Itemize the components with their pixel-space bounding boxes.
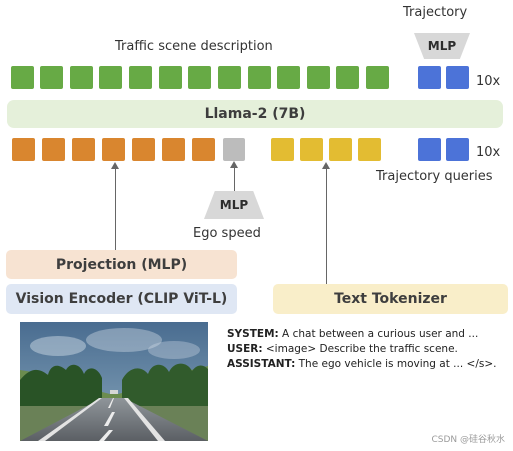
trajectory-repeat-count: 10x xyxy=(476,74,501,89)
tokenizer-arrow-line xyxy=(326,169,327,284)
vision-token xyxy=(102,138,125,161)
trajectory-query-token xyxy=(418,138,441,161)
projection-block: Projection (MLP) xyxy=(6,250,237,279)
text-token xyxy=(358,138,381,161)
projection-arrow-line xyxy=(115,169,116,250)
text-token xyxy=(271,138,294,161)
llama-model-block: Llama-2 (7B) xyxy=(7,100,503,128)
user-role: USER: xyxy=(227,343,263,355)
description-token xyxy=(99,66,122,89)
text-tokenizer-block: Text Tokenizer xyxy=(273,284,508,314)
description-token xyxy=(277,66,300,89)
description-token xyxy=(129,66,152,89)
ego-speed-arrow-head xyxy=(230,161,238,168)
system-text: A chat between a curious user and ... xyxy=(278,328,479,340)
vision-token xyxy=(72,138,95,161)
description-token xyxy=(366,66,389,89)
assistant-role: ASSISTANT: xyxy=(227,358,296,370)
description-token xyxy=(11,66,34,89)
description-token xyxy=(188,66,211,89)
tokenizer-arrow-head xyxy=(322,162,330,169)
ego-speed-token xyxy=(223,138,245,161)
trajectory-queries-label: Trajectory queries xyxy=(376,169,493,184)
ego-speed-label: Ego speed xyxy=(193,226,261,241)
vision-token xyxy=(192,138,215,161)
description-token xyxy=(336,66,359,89)
assistant-message: ASSISTANT: The ego vehicle is moving at … xyxy=(227,357,505,372)
system-role: SYSTEM: xyxy=(227,328,279,340)
trajectory-token xyxy=(418,66,441,89)
assistant-text: The ego vehicle is moving at ... </s>. xyxy=(295,358,497,370)
text-token xyxy=(300,138,323,161)
chat-transcript: SYSTEM: A chat between a curious user an… xyxy=(227,327,505,372)
user-message: USER: <image> Describe the traffic scene… xyxy=(227,342,505,357)
trajectory-mlp: MLP xyxy=(414,33,470,59)
system-message: SYSTEM: A chat between a curious user an… xyxy=(227,327,505,342)
vision-token xyxy=(132,138,155,161)
description-token xyxy=(218,66,241,89)
description-token xyxy=(307,66,330,89)
road-scene-image xyxy=(20,322,208,441)
watermark: CSDN @硅谷秋水 xyxy=(431,435,505,445)
description-token xyxy=(248,66,271,89)
user-text: <image> Describe the traffic scene. xyxy=(262,343,458,355)
trajectory-query-token xyxy=(446,138,469,161)
trajectory-label: Trajectory xyxy=(403,5,468,20)
projection-arrow-head xyxy=(111,162,119,169)
vision-token xyxy=(12,138,35,161)
ego-speed-mlp: MLP xyxy=(204,191,264,219)
description-token xyxy=(40,66,63,89)
vision-encoder-block: Vision Encoder (CLIP ViT-L) xyxy=(6,284,237,314)
traffic-scene-description-label: Traffic scene description xyxy=(115,39,273,54)
description-token xyxy=(70,66,93,89)
trajectory-token xyxy=(446,66,469,89)
ego-speed-arrow-line xyxy=(234,168,235,191)
trajectory-query-repeat-count: 10x xyxy=(476,145,501,160)
description-token xyxy=(159,66,182,89)
text-token xyxy=(329,138,352,161)
vision-token xyxy=(42,138,65,161)
vision-token xyxy=(162,138,185,161)
